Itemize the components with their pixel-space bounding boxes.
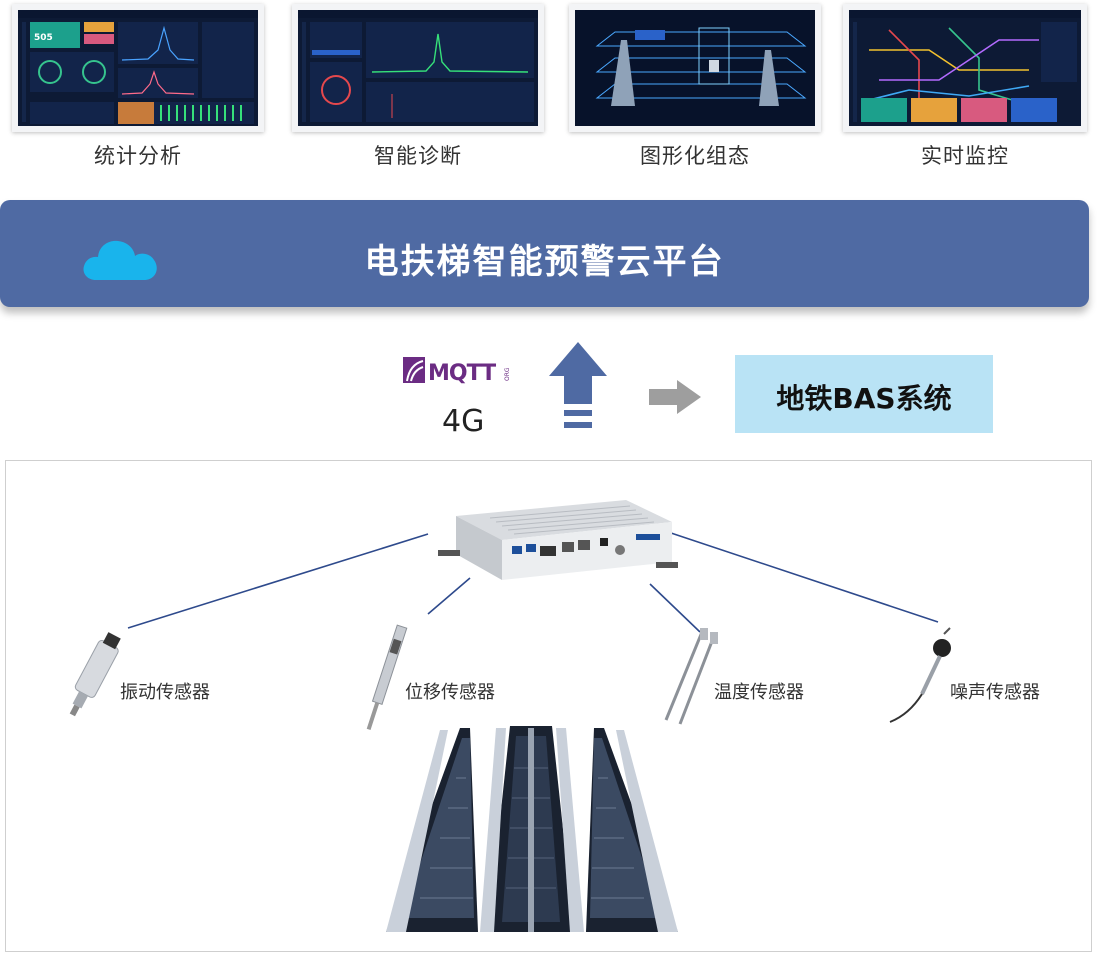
link-vibration	[128, 534, 428, 628]
temperature-sensor-label: 温度传感器	[714, 678, 804, 704]
displacement-sensor-label: 位移传感器	[405, 678, 495, 704]
vibration-sensor-label: 振动传感器	[120, 678, 210, 704]
escalator-right	[586, 728, 678, 932]
link-noise	[668, 532, 938, 622]
escalator-image	[382, 718, 682, 932]
noise-sensor-label: 噪声传感器	[950, 678, 1040, 704]
vibration-sensor-icon	[58, 626, 128, 728]
edge-gateway-icon	[430, 492, 680, 592]
escalator-middle	[480, 726, 584, 932]
temperature-sensor-icon	[660, 626, 720, 726]
escalator-left	[386, 728, 478, 932]
noise-sensor-icon	[888, 626, 968, 728]
